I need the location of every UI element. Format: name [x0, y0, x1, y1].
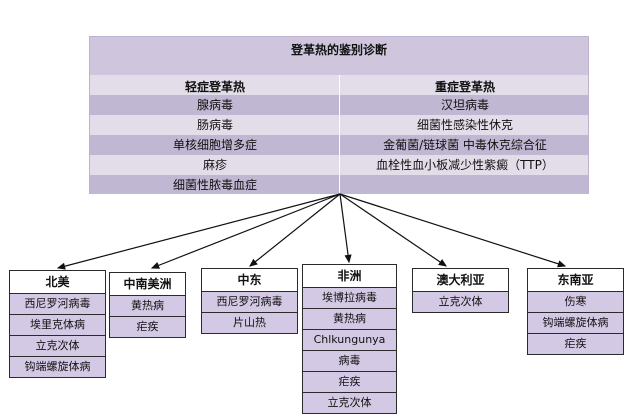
region-item: 黄热病 — [303, 309, 396, 330]
arrow-central-south-america — [150, 193, 341, 269]
region-southeast-asia: 东南亚 伤寒 钩端螺旋体病 疟疾 — [527, 268, 624, 355]
region-item: 立克次体 — [303, 393, 396, 413]
region-item: 钩端螺旋体病 — [528, 313, 623, 334]
region-name: 非洲 — [303, 265, 396, 288]
mild-dengue-header: 轻症登革热 — [184, 80, 245, 94]
region-item: 黄热病 — [110, 296, 185, 317]
region-item: 立克次体 — [413, 292, 508, 312]
arrow-southeast-asia — [339, 193, 567, 268]
region-name: 北美 — [10, 271, 105, 294]
severe-dengue-header: 重症登革热 — [434, 80, 495, 94]
mild-item: 细菌性脓毒血症 — [172, 178, 257, 192]
differential-diagnosis-table: 登革热的鉴别诊断 轻症登革热 重症登革热 腺病毒 肠病毒 单核细胞增多症 麻疹 … — [89, 36, 589, 194]
region-item: 西尼罗河病毒 — [10, 294, 105, 315]
region-item: 埃里克体病 — [10, 315, 105, 336]
diagram-title: 登革热的鉴别诊断 — [290, 43, 387, 57]
region-name: 中东 — [202, 269, 297, 292]
region-item: 片山热 — [202, 313, 297, 333]
severe-item: 细菌性感染性休克 — [416, 118, 513, 132]
region-item: 埃博拉病毒 — [303, 288, 396, 309]
region-africa: 非洲 埃博拉病毒 黄热病 Chlkungunya 病毒 疟疾 立克次体 — [302, 264, 397, 414]
region-item: 西尼罗河病毒 — [202, 292, 297, 313]
severe-item: 汉坦病毒 — [440, 98, 489, 112]
arrow-africa — [339, 193, 352, 264]
region-item: 疟疾 — [303, 372, 396, 393]
severe-item: 血栓性血小板减少性紫癜（TTP） — [376, 158, 554, 172]
mild-item: 麻疹 — [202, 158, 227, 172]
region-name: 中南美洲 — [110, 273, 185, 296]
arrow-middle-east — [249, 193, 341, 267]
column-divider — [339, 75, 340, 193]
region-item: 立克次体 — [10, 336, 105, 357]
region-australia: 澳大利亚 立克次体 — [412, 268, 509, 313]
region-central-south-america: 中南美洲 黄热病 疟疾 — [109, 272, 186, 338]
severe-item: 金葡菌/链球菌 中毒休克综合征 — [383, 138, 547, 152]
region-item: 病毒 — [303, 351, 396, 372]
region-middle-east: 中东 西尼罗河病毒 片山热 — [201, 268, 298, 334]
mild-item: 腺病毒 — [196, 98, 233, 112]
arrow-north-america — [56, 193, 341, 270]
region-item: 疟疾 — [110, 317, 185, 337]
arrow-australia — [339, 193, 447, 267]
region-name: 东南亚 — [528, 269, 623, 292]
region-item: 钩端螺旋体病 — [10, 357, 105, 377]
region-item: 疟疾 — [528, 334, 623, 354]
region-item: Chlkungunya — [303, 330, 396, 351]
region-name: 澳大利亚 — [413, 269, 508, 292]
mild-item: 单核细胞增多症 — [172, 138, 257, 152]
mild-item: 肠病毒 — [196, 118, 233, 132]
region-item: 伤寒 — [528, 292, 623, 313]
region-north-america: 北美 西尼罗河病毒 埃里克体病 立克次体 钩端螺旋体病 — [9, 270, 106, 378]
